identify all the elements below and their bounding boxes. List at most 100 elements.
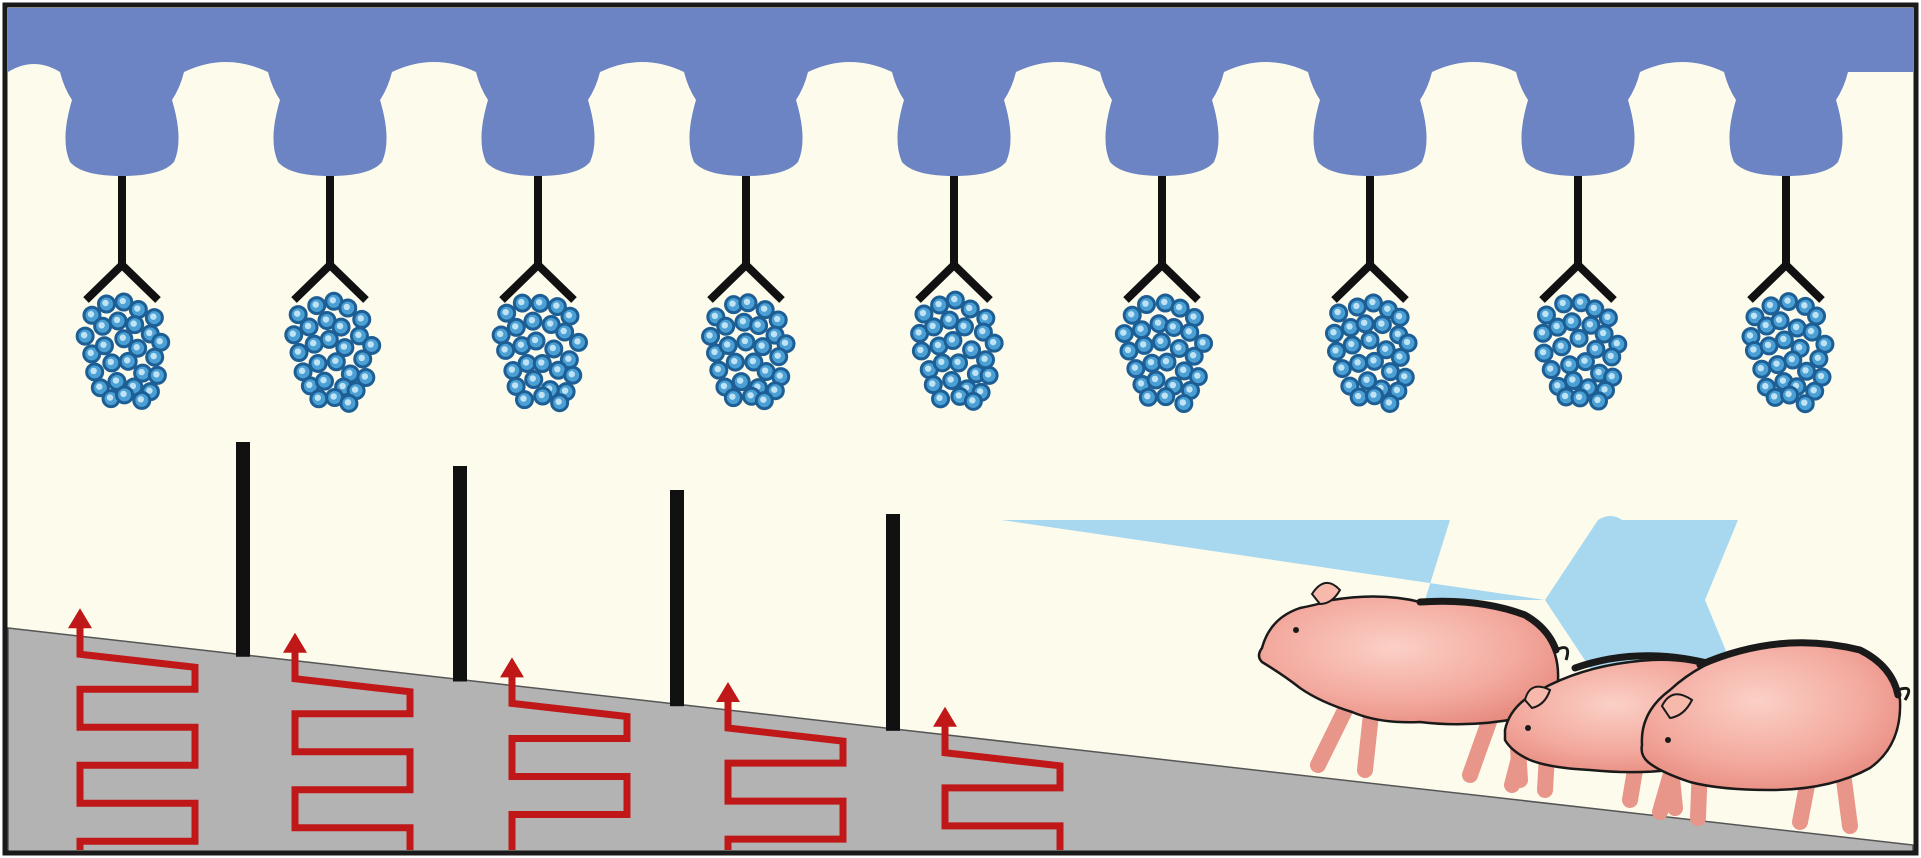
droplet-highlight (1821, 340, 1827, 346)
droplet-highlight (1568, 318, 1574, 324)
droplet-highlight (1801, 399, 1807, 405)
droplet-highlight (1176, 304, 1182, 310)
droplet-highlight (502, 309, 508, 315)
droplet-highlight (929, 323, 935, 329)
droplet-highlight (337, 323, 343, 329)
droplet-highlight (966, 305, 972, 311)
droplet-highlight (951, 296, 957, 302)
droplet-highlight (729, 393, 735, 399)
droplet-highlight (295, 348, 301, 354)
droplet-highlight (150, 313, 156, 319)
droplet-highlight (960, 323, 966, 329)
droplet-highlight (981, 356, 987, 362)
droplet-highlight (1128, 311, 1134, 317)
droplet-highlight (1818, 373, 1824, 379)
droplet-highlight (368, 341, 374, 347)
droplet-highlight (310, 340, 316, 346)
droplet-highlight (1600, 330, 1606, 336)
droplet-highlight (1137, 325, 1143, 331)
droplet-highlight (1346, 382, 1352, 388)
droplet-highlight (1190, 313, 1196, 319)
droplet-highlight (501, 346, 507, 352)
droplet-highlight (1751, 313, 1757, 319)
droplet-highlight (313, 301, 319, 307)
droplet-highlight (712, 313, 718, 319)
droplet-highlight (562, 387, 568, 393)
droplet-highlight (1120, 329, 1126, 335)
droplet-highlight (1396, 353, 1402, 359)
droplet-highlight (1762, 322, 1768, 328)
droplet-highlight (1587, 321, 1593, 327)
partition-post-icon (236, 442, 250, 657)
droplet-highlight (1802, 367, 1808, 373)
droplet-highlight (742, 338, 748, 344)
droplet-highlight (1378, 320, 1384, 326)
droplet-highlight (1793, 324, 1799, 330)
droplet-highlight (1386, 367, 1392, 373)
droplet-highlight (1366, 336, 1372, 342)
droplet-highlight (1384, 305, 1390, 311)
droplet-highlight (134, 305, 140, 311)
droplet-highlight (96, 384, 102, 390)
droplet-highlight (949, 336, 955, 342)
droplet-highlight (497, 331, 503, 337)
droplet-highlight (775, 352, 781, 358)
droplet-highlight (358, 315, 364, 321)
droplet-highlight (1396, 313, 1402, 319)
droplet-highlight (1394, 387, 1400, 393)
droplet-highlight (530, 375, 536, 381)
droplet-highlight (157, 338, 163, 344)
droplet-highlight (1780, 377, 1786, 383)
droplet-highlight (344, 304, 350, 310)
droplet-highlight (1369, 299, 1375, 305)
droplet-highlight (1330, 329, 1336, 335)
droplet-highlight (761, 305, 767, 311)
droplet-highlight (969, 397, 975, 403)
droplet-highlight (1565, 361, 1571, 367)
droplet-highlight (294, 310, 300, 316)
droplet-highlight (1785, 391, 1791, 397)
droplet-highlight (925, 365, 931, 371)
droplet-highlight (520, 395, 526, 401)
droplet-highlight (956, 392, 962, 398)
droplet-highlight (1132, 364, 1138, 370)
droplet-highlight (359, 355, 365, 361)
droplet-highlight (972, 370, 978, 376)
droplet-highlight (1155, 319, 1161, 325)
droplet-highlight (512, 382, 518, 388)
droplet-highlight (737, 377, 743, 383)
droplet-highlight (330, 297, 336, 303)
droplet-highlight (1190, 352, 1196, 358)
droplet-highlight (323, 316, 329, 322)
droplet-highlight (1773, 360, 1779, 366)
droplet-highlight (1784, 297, 1790, 303)
droplet-highlight (715, 366, 721, 372)
droplet-highlight (1601, 386, 1607, 392)
droplet-highlight (1363, 376, 1369, 382)
droplet-highlight (982, 314, 988, 320)
droplet-highlight (355, 332, 361, 338)
droplet-highlight (536, 299, 542, 305)
droplet-highlight (320, 377, 326, 383)
droplet-highlight (299, 368, 305, 374)
droplet-highlight (936, 395, 942, 401)
droplet-highlight (1334, 309, 1340, 315)
droplet-highlight (1170, 382, 1176, 388)
partition-post-icon (670, 490, 684, 706)
droplet-highlight (1348, 341, 1354, 347)
droplet-highlight (124, 357, 130, 363)
droplet-highlight (1776, 317, 1782, 323)
droplet-highlight (523, 359, 529, 365)
droplet-highlight (332, 358, 338, 364)
droplet-highlight (1595, 369, 1601, 375)
droplet-highlight (1576, 394, 1582, 400)
droplet-highlight (1591, 305, 1597, 311)
droplet-highlight (138, 396, 144, 402)
droplet-highlight (1186, 328, 1192, 334)
droplet-highlight (305, 323, 311, 329)
droplet-highlight (721, 383, 727, 389)
droplet-highlight (722, 322, 728, 328)
droplet-highlight (114, 317, 120, 323)
droplet-highlight (1604, 314, 1610, 320)
droplet-highlight (1163, 358, 1169, 364)
